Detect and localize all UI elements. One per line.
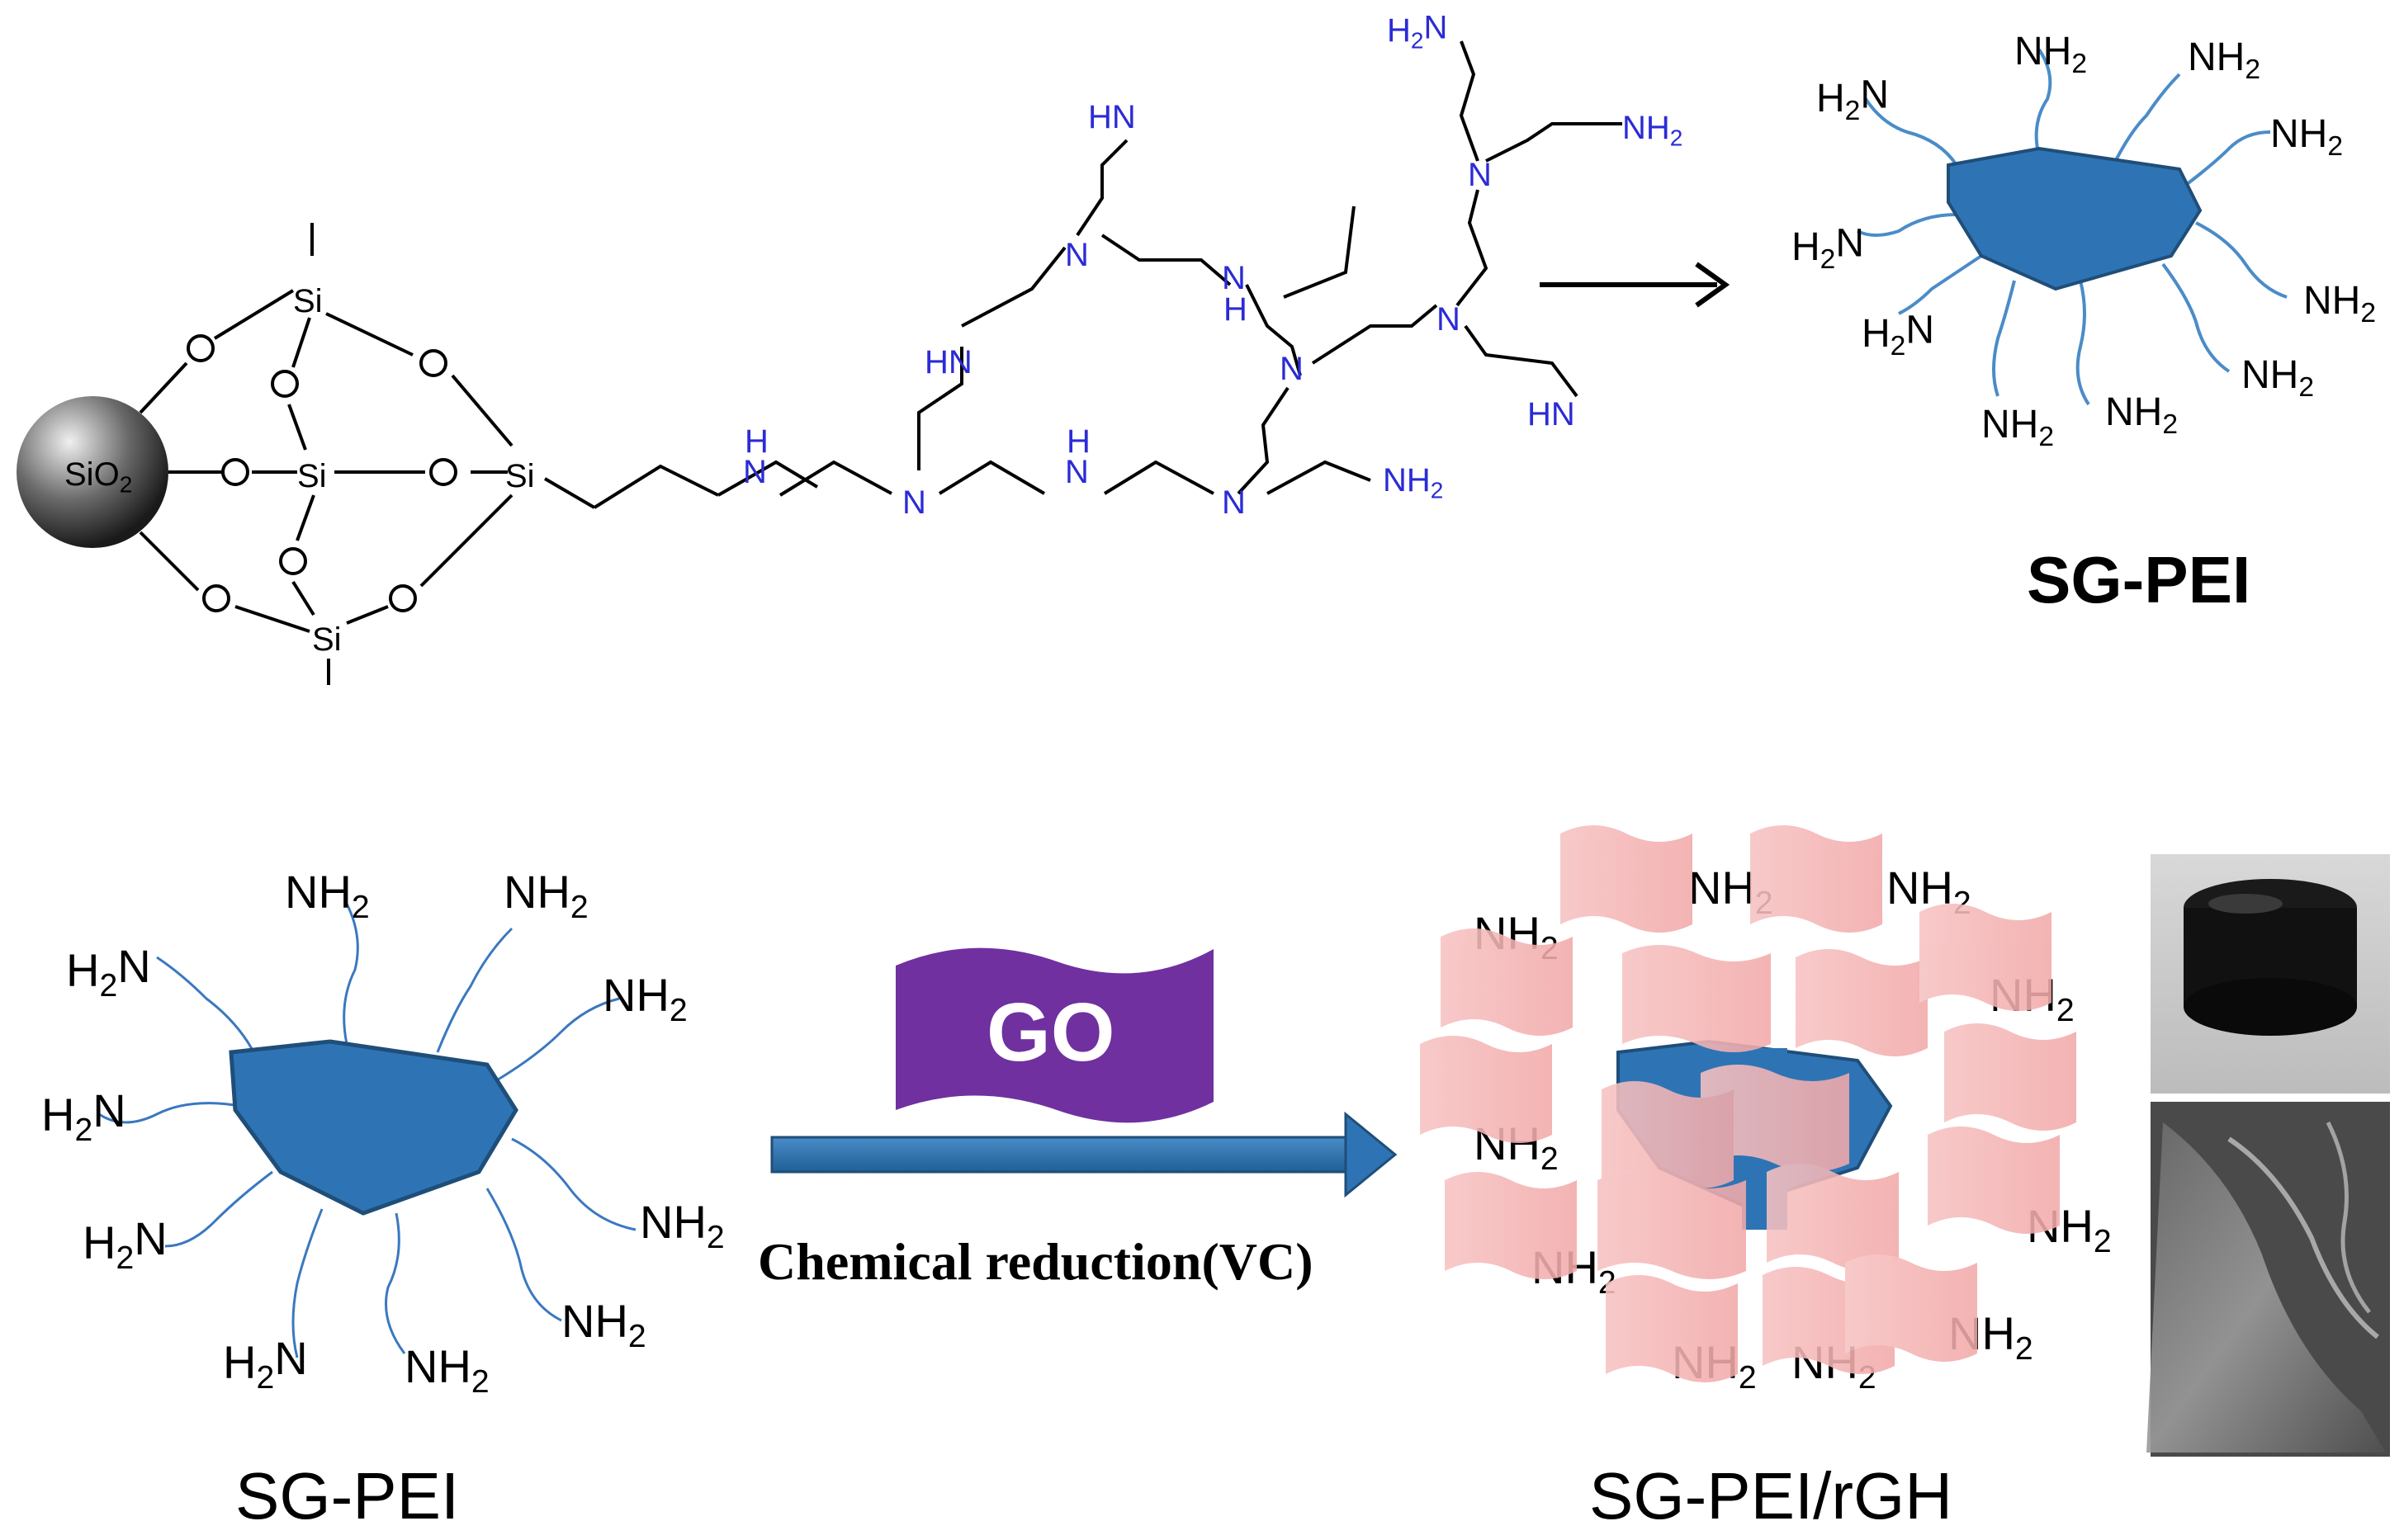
svg-text:NH2: NH2 [2303, 279, 2376, 328]
bottom-scheme: NH2 NH2 H2N NH2 H2N NH2 H2N NH2 H2N NH2 … [41, 825, 2390, 1533]
svg-text:NH2: NH2 [1981, 403, 2054, 452]
pei-amine-labels: N H N N H N NH2 HN N HN N H N N N H2N NH… [743, 9, 1682, 521]
top-product-title: SG-PEI [2027, 543, 2250, 616]
svg-text:H: H [745, 423, 769, 460]
svg-text:H: H [1223, 291, 1247, 328]
top-reaction-arrow [1540, 262, 1730, 308]
svg-text:NH2: NH2 [285, 866, 370, 925]
svg-text:NH2: NH2 [1622, 110, 1682, 150]
svg-text:NH2: NH2 [561, 1295, 646, 1354]
svg-text:H2N: H2N [1791, 222, 1864, 275]
hydrogel-photo [2151, 854, 2390, 1094]
svg-text:NH2: NH2 [2188, 35, 2260, 85]
top-particle-chains [1857, 48, 2288, 406]
svg-text:H: H [1067, 423, 1091, 460]
svg-text:NH2: NH2 [405, 1340, 490, 1400]
svg-text:H2N: H2N [83, 1212, 168, 1276]
bottom-particle-labels: NH2 NH2 H2N NH2 H2N NH2 H2N NH2 H2N NH2 [41, 866, 725, 1400]
arrow-caption: Chemical reduction(VC) [758, 1232, 1313, 1291]
svg-text:Si: Si [297, 458, 327, 494]
svg-text:H2N: H2N [1816, 73, 1889, 126]
rgh-product: NH2 NH2 NH2 NH2 NH2 NH2 NH2 NH2 NH2 NH2 [1420, 825, 2112, 1533]
svg-text:HN: HN [1527, 396, 1575, 432]
bottom-reactant-title: SG-PEI [235, 1459, 459, 1533]
svg-text:H2N: H2N [1387, 9, 1447, 53]
svg-text:NH2: NH2 [504, 866, 589, 925]
svg-text:Si: Si [312, 621, 342, 658]
svg-text:N: N [1436, 301, 1460, 338]
svg-text:NH2: NH2 [640, 1196, 725, 1255]
svg-text:N: N [1065, 237, 1089, 273]
svg-text:N: N [1280, 351, 1304, 387]
silicon-atoms: Si Si Si Si [293, 283, 535, 658]
svg-text:N: N [902, 484, 926, 521]
sio2-label: SiO2 [64, 456, 132, 497]
svg-text:Si: Si [505, 458, 535, 494]
svg-text:N: N [1222, 484, 1246, 521]
svg-text:HN: HN [925, 344, 972, 380]
bottom-sg-pei-particle: NH2 NH2 H2N NH2 H2N NH2 H2N NH2 H2N NH2 … [41, 866, 725, 1533]
pei-backbone-bonds [717, 40, 1622, 497]
svg-text:N: N [1065, 454, 1089, 490]
top-scheme: SiO2 [17, 9, 2376, 685]
svg-text:NH2: NH2 [2270, 112, 2343, 162]
go-flag [896, 947, 1214, 1123]
top-sg-pei-particle: H2N NH2 NH2 NH2 H2N NH2 H2N NH2 NH2 NH2 … [1791, 30, 2376, 616]
top-particle-labels: H2N NH2 NH2 NH2 H2N NH2 H2N NH2 NH2 NH2 [1791, 30, 2376, 452]
sem-image [2146, 1102, 2390, 1457]
nh2-terminal-1: NH2 [1383, 462, 1443, 503]
silica-cage-bonds [139, 223, 719, 685]
top-particle-core [1947, 146, 2203, 291]
svg-text:H2N: H2N [1862, 309, 1934, 361]
svg-text:H2N: H2N [223, 1332, 308, 1396]
go-reagent: GO [896, 947, 1214, 1123]
bottom-particle-chains [98, 903, 636, 1358]
go-label: GO [987, 986, 1115, 1079]
svg-text:NH2: NH2 [2241, 353, 2314, 403]
silica-particle [17, 396, 168, 548]
svg-text:N: N [1468, 157, 1492, 193]
svg-text:HN: HN [1088, 99, 1136, 135]
svg-text:N: N [1222, 260, 1246, 296]
bottom-reaction-arrow [770, 1111, 1398, 1198]
svg-text:H2N: H2N [66, 940, 151, 1004]
bottom-particle-core [229, 1039, 518, 1216]
graphene-sheets [1420, 825, 2076, 1382]
svg-text:N: N [743, 454, 767, 490]
svg-text:H2N: H2N [41, 1084, 126, 1148]
bottom-product-title: SG-PEI/rGH [1589, 1459, 1952, 1533]
oxygen-atoms [187, 334, 457, 612]
svg-text:Si: Si [293, 283, 323, 319]
svg-text:NH2: NH2 [2105, 390, 2178, 440]
svg-text:NH2: NH2 [2014, 30, 2087, 79]
svg-text:NH2: NH2 [603, 969, 688, 1028]
